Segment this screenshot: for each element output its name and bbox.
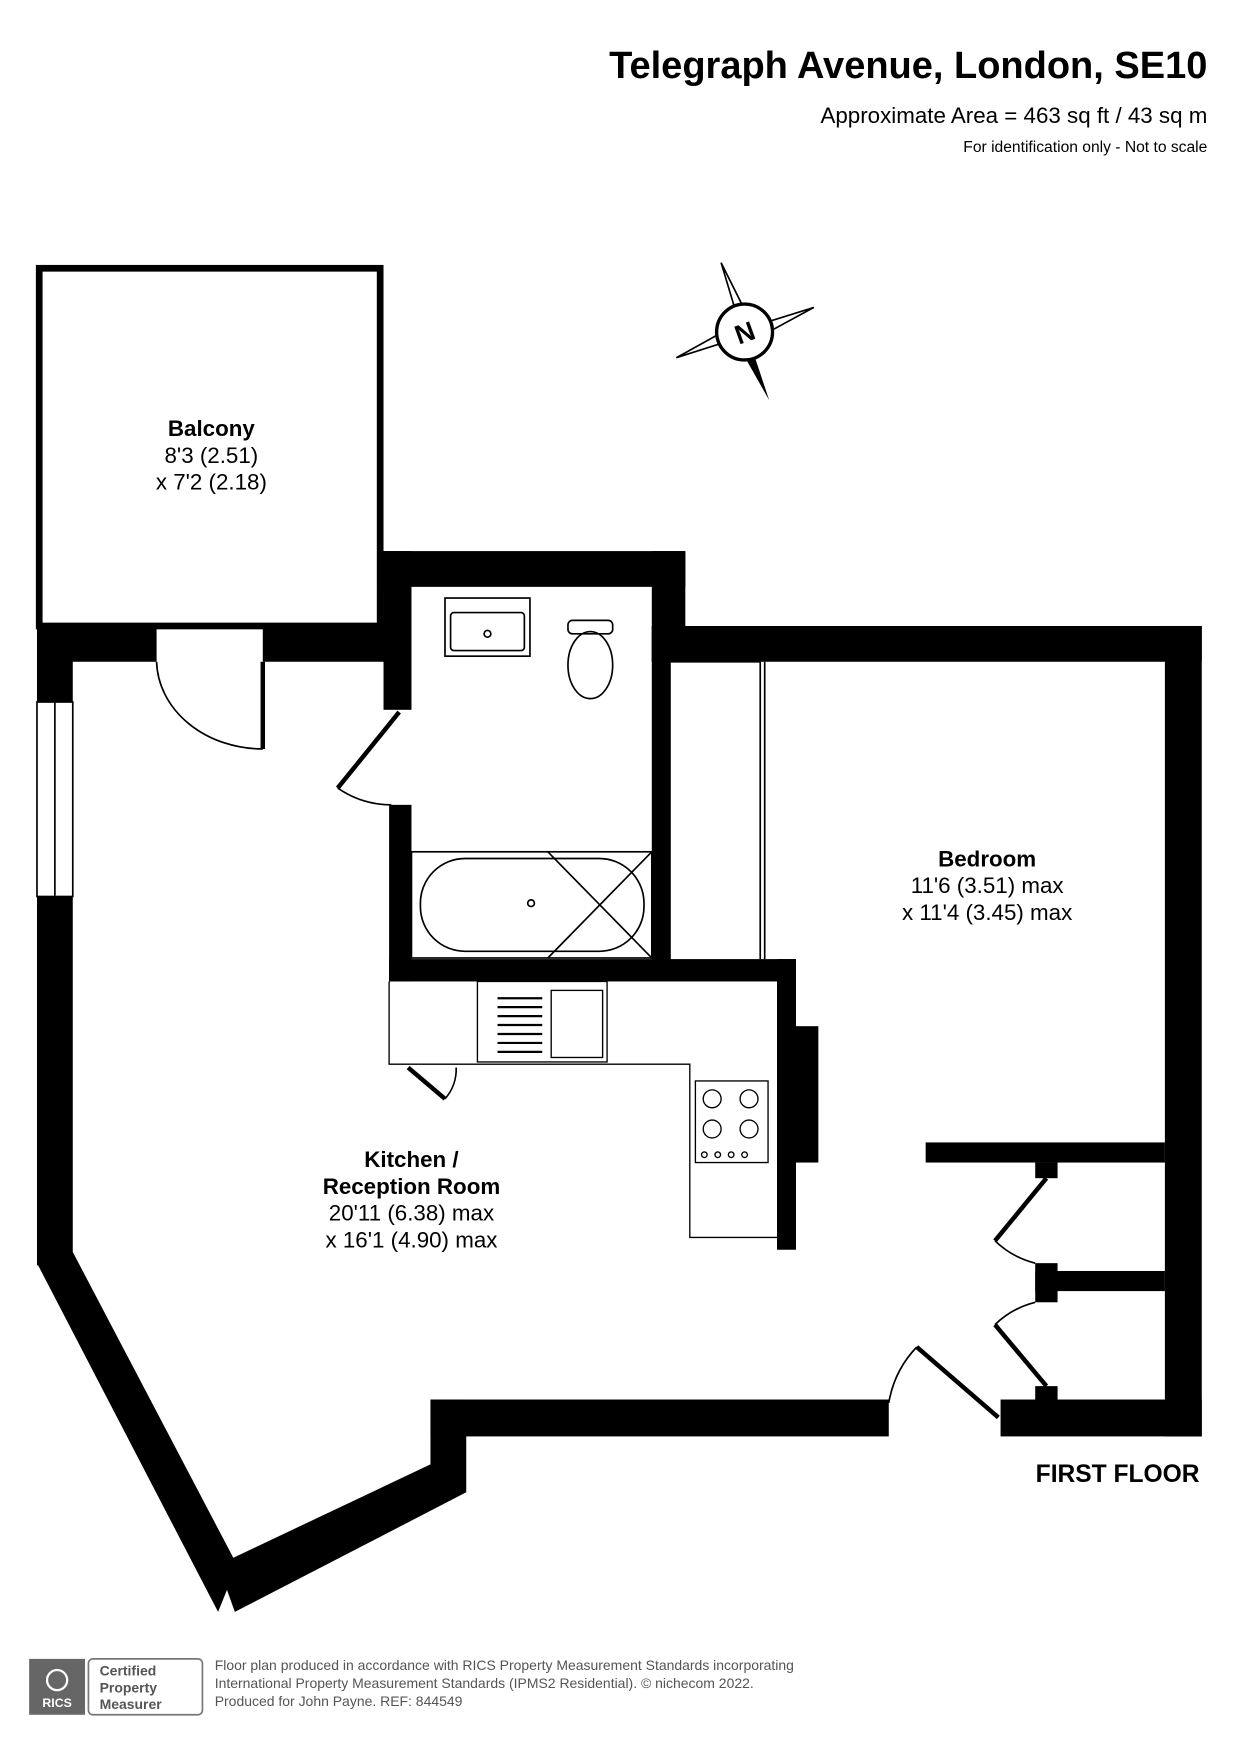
footer-line-2: International Property Measurement Stand…: [215, 1675, 754, 1691]
rics-badge: RICS Certified Property Measurer: [29, 1658, 204, 1716]
balcony-outline: [35, 264, 384, 630]
floor-label: FIRST FLOOR: [1036, 1461, 1200, 1488]
room-label-balcony: Balcony 8'3 (2.51) x 7'2 (2.18): [156, 416, 267, 495]
doors: [155, 660, 1049, 1420]
kitchen-fixtures: [388, 980, 777, 1239]
footer-line-3: Produced for John Payne. REF: 844549: [215, 1693, 463, 1709]
kitchen-name-1: Kitchen /: [364, 1147, 458, 1172]
room-label-kitchen: Kitchen / Reception Room 20'11 (6.38) ma…: [323, 1147, 501, 1252]
rics-logo-text: RICS: [42, 1696, 71, 1710]
page-title: Telegraph Avenue, London, SE10: [609, 45, 1207, 87]
disclaimer-text: For identification only - Not to scale: [963, 139, 1207, 156]
balcony-dim2: x 7'2 (2.18): [156, 470, 267, 495]
bathroom-fixtures: [410, 597, 653, 959]
area-text: Approximate Area = 463 sq ft / 43 sq m: [820, 103, 1207, 128]
balcony-dim1: 8'3 (2.51): [165, 443, 259, 468]
window: [36, 701, 74, 898]
room-label-bedroom: Bedroom 11'6 (3.51) max x 11'4 (3.45) ma…: [902, 846, 1072, 925]
bedroom-name: Bedroom: [938, 846, 1036, 871]
kitchen-name-2: Reception Room: [323, 1174, 501, 1199]
badge-line-2: Property: [100, 1679, 158, 1695]
bedroom-dim2: x 11'4 (3.45) max: [902, 900, 1072, 925]
balcony-name: Balcony: [168, 416, 255, 441]
badge-line-3: Measurer: [100, 1696, 163, 1712]
bedroom-dim1: 11'6 (3.51) max: [911, 873, 1064, 898]
kitchen-dim1: 20'11 (6.38) max: [329, 1201, 494, 1226]
kitchen-dim2: x 16'1 (4.90) max: [326, 1228, 498, 1253]
walls: [36, 551, 1202, 1612]
footer-line-1: Floor plan produced in accordance with R…: [215, 1657, 794, 1673]
compass-icon: N: [675, 262, 815, 401]
badge-line-1: Certified: [100, 1663, 157, 1679]
